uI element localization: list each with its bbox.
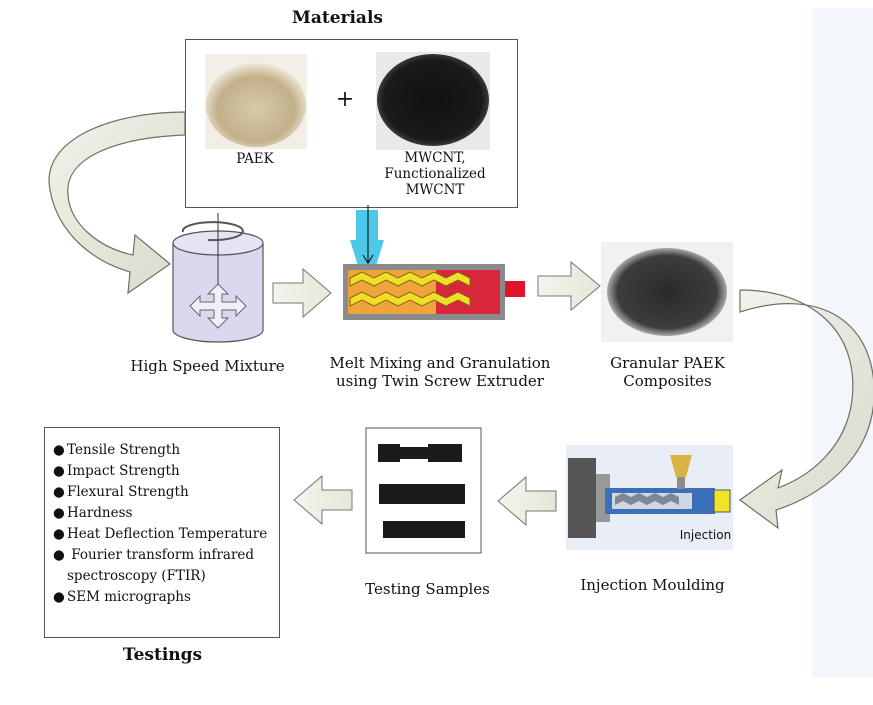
list-item: ●Flexural Strength (53, 484, 189, 500)
injection-machine (566, 445, 733, 550)
testing-samples-photo (365, 427, 482, 554)
granular-label: Granular PAEK Composites (610, 354, 725, 390)
injection-label: Injection Moulding (580, 576, 725, 594)
tests-list: ●Tensile Strength ●Impact Strength ●Flex… (53, 440, 283, 608)
mwcnt-label: MWCNT, Functionalized MWCNT (384, 150, 486, 198)
paek-photo (205, 54, 307, 149)
twin-screw-extruder (343, 205, 525, 320)
arrow-extruder-to-granular (537, 260, 601, 312)
list-item: ●Hardness (53, 505, 133, 521)
high-speed-mixer (172, 213, 264, 343)
testings-box (44, 427, 280, 638)
list-item: spectroscopy (FTIR) (67, 568, 206, 584)
injection-tag: Injection (679, 528, 732, 542)
curved-arrow-left (48, 111, 186, 295)
list-item: ●Heat Deflection Temperature (53, 526, 268, 542)
list-item: ●SEM micrographs (53, 589, 191, 605)
materials-title: Materials (292, 8, 383, 28)
arrow-samples-to-testings (293, 474, 353, 526)
testings-title: Testings (122, 645, 203, 665)
mwcnt-photo (376, 52, 490, 150)
arrow-injection-to-samples (497, 475, 557, 527)
mixer-label: High Speed Mixture (130, 357, 285, 375)
arrow-mixer-to-extruder (272, 267, 332, 319)
granular-photo (601, 242, 733, 342)
samples-label: Testing Samples (365, 580, 490, 598)
curved-arrow-right (738, 289, 873, 530)
paek-label: PAEK (236, 151, 274, 167)
extruder-label: Melt Mixing and Granulation using Twin S… (329, 354, 551, 390)
list-item: ● Fourier transform infrared (53, 547, 255, 563)
list-item: ●Impact Strength (53, 463, 180, 479)
list-item: ●Tensile Strength (53, 442, 181, 458)
plus-sign: + (335, 87, 355, 112)
